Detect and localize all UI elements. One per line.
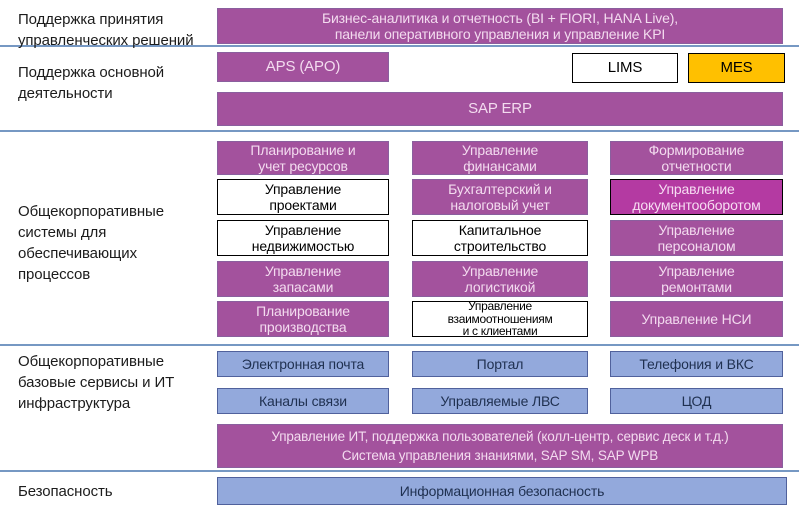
box-lims: LIMS	[572, 53, 678, 83]
section-label-security: Безопасность	[18, 483, 113, 500]
section-divider	[0, 45, 799, 47]
box-information-security: Информационная безопасность	[217, 477, 787, 505]
box-mes: MES	[688, 53, 785, 83]
box-managed-lan: Управляемые ЛВС	[412, 388, 588, 414]
box-document-management: Управление документооборотом	[610, 179, 783, 215]
box-maintenance-management: Управление ремонтами	[610, 261, 783, 297]
section-label-corporate-systems: Общекорпоративные системы для обеспечива…	[18, 203, 164, 283]
box-master-data-nsi: Управление НСИ	[610, 301, 783, 337]
box-capital-construction: Капитальное строительство	[412, 220, 588, 256]
box-telephony-vks: Телефония и ВКС	[610, 351, 783, 377]
section-label-base-services-it-infra: Общекорпоративные базовые сервисы и ИТ и…	[18, 353, 175, 412]
box-real-estate-management: Управление недвижимостью	[217, 220, 389, 256]
box-data-center: ЦОД	[610, 388, 783, 414]
section-divider	[0, 130, 799, 132]
box-logistics-management: Управление логистикой	[412, 261, 588, 297]
box-report-generation: Формирование отчетности	[610, 141, 783, 175]
section-label-decision-support: Поддержка принятия управленческих решени…	[18, 11, 194, 49]
box-email: Электронная почта	[217, 351, 389, 377]
box-comm-channels: Каналы связи	[217, 388, 389, 414]
box-hr-management: Управление персоналом	[610, 220, 783, 256]
box-sap-erp: SAP ERP	[217, 92, 783, 126]
box-resource-planning: Планирование и учет ресурсов	[217, 141, 389, 175]
box-aps-apo: APS (APO)	[217, 52, 389, 82]
box-portal: Портал	[412, 351, 588, 377]
box-production-planning: Планирование производства	[217, 301, 389, 337]
box-project-management: Управление проектами	[217, 179, 389, 215]
box-inventory-management: Управление запасами	[217, 261, 389, 297]
box-it-management: Управление ИТ, поддержка пользователей (…	[217, 424, 783, 468]
box-customer-relations: Управление взаимоотношениям и с клиентам…	[412, 300, 588, 338]
section-divider	[0, 470, 799, 472]
section-label-core-activity-support: Поддержка основной деятельности	[18, 64, 165, 102]
section-divider	[0, 344, 799, 346]
box-finance-management: Управление финансами	[412, 141, 588, 175]
box-accounting-tax: Бухгалтерский и налоговый учет	[412, 179, 588, 215]
box-bi-analytics: Бизнес-аналитика и отчетность (BI + FIOR…	[217, 8, 783, 44]
